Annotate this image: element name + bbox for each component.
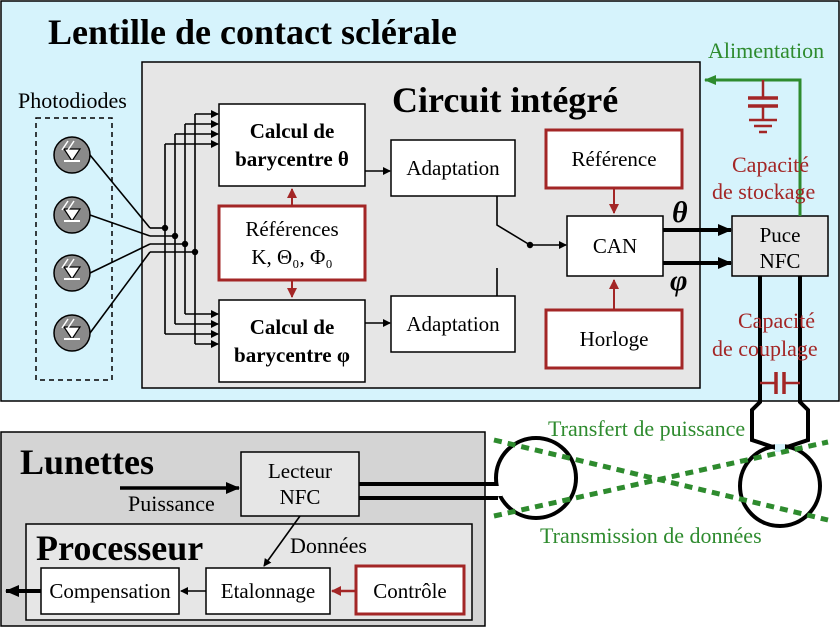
calc-theta-line1: Calcul de [250,119,335,143]
lecteur-line1: Lecteur [268,459,332,483]
coupling-cap-line1: Capacité [738,308,815,333]
diode-wiring [89,110,219,348]
adapt-top-label: Adaptation [406,156,500,180]
coupling-field [493,437,829,523]
adapt-top-block [390,139,516,197]
puce-nfc-line1: Puce [760,223,801,247]
storage-cap-line1: Capacité [732,152,809,177]
reader-antenna-loop [494,436,578,520]
photodiode-icon [53,196,91,234]
puce-nfc-block [731,215,829,277]
coupling-capacitor-icon [760,372,800,394]
horloge-label: Horloge [580,327,649,351]
photodiode-icon [53,136,91,174]
calc-phi-line1: Calcul de [250,315,335,339]
calc-theta-block [218,103,366,187]
photodiode-icon [53,254,91,292]
antenna-feed [750,276,810,450]
storage-cap-line2: de stockage [712,179,815,204]
chip-title: Circuit intégré [392,80,618,120]
phi-symbol: φ [670,264,688,297]
reader-antenna-gap [494,486,502,496]
junction-dots [161,224,199,256]
calc-phi-line2: barycentre φ [234,343,350,367]
processeur-title: Processeur [36,528,203,568]
donnees-label: Données [290,533,367,558]
reference-block [544,128,684,190]
references-line1: Références [245,217,338,241]
puce-nfc-line2: NFC [760,249,801,273]
coupling-cap-line2: de couplage [712,336,818,361]
glasses-title: Lunettes [20,442,154,482]
theta-symbol: θ [672,196,688,229]
calc-phi-block [218,299,366,383]
can-label: CAN [593,234,637,258]
compensation-block [40,567,180,615]
etalonnage-label: Etalonnage [221,579,315,603]
lecteur-nfc-block [240,451,360,517]
storage-capacitor-icon [748,80,778,134]
etalonnage-block [205,567,331,615]
horloge-block [544,308,684,370]
alimentation-label: Alimentation [708,38,824,63]
references-line2: K, Θ₀, Φ₀ [251,245,332,269]
photodiode-icon [53,314,91,352]
lens-antenna-gap [775,444,785,452]
controle-label: Contrôle [373,579,447,603]
alimentation-arrow [704,75,802,216]
lecteur-line2: NFC [280,485,321,509]
adapt-bottom-label: Adaptation [406,312,500,336]
photodiodes-label: Photodiodes [18,88,127,113]
donnees-arrow [263,515,301,567]
lens-title: Lentille de contact sclérale [48,12,457,52]
mux-dot [526,241,534,249]
puissance-label: Puissance [128,491,215,516]
references-block [217,204,367,282]
adapt-bottom-block [390,295,516,353]
calc-theta-line2: barycentre θ [235,147,349,171]
compensation-label: Compensation [49,579,171,603]
reference-label: Référence [571,147,656,171]
transmission-label: Transmission de données [540,523,762,548]
transfert-label: Transfert de puissance [548,416,745,441]
mux-switch [496,196,567,296]
photodiodes-group [35,117,113,381]
can-block [566,215,664,277]
